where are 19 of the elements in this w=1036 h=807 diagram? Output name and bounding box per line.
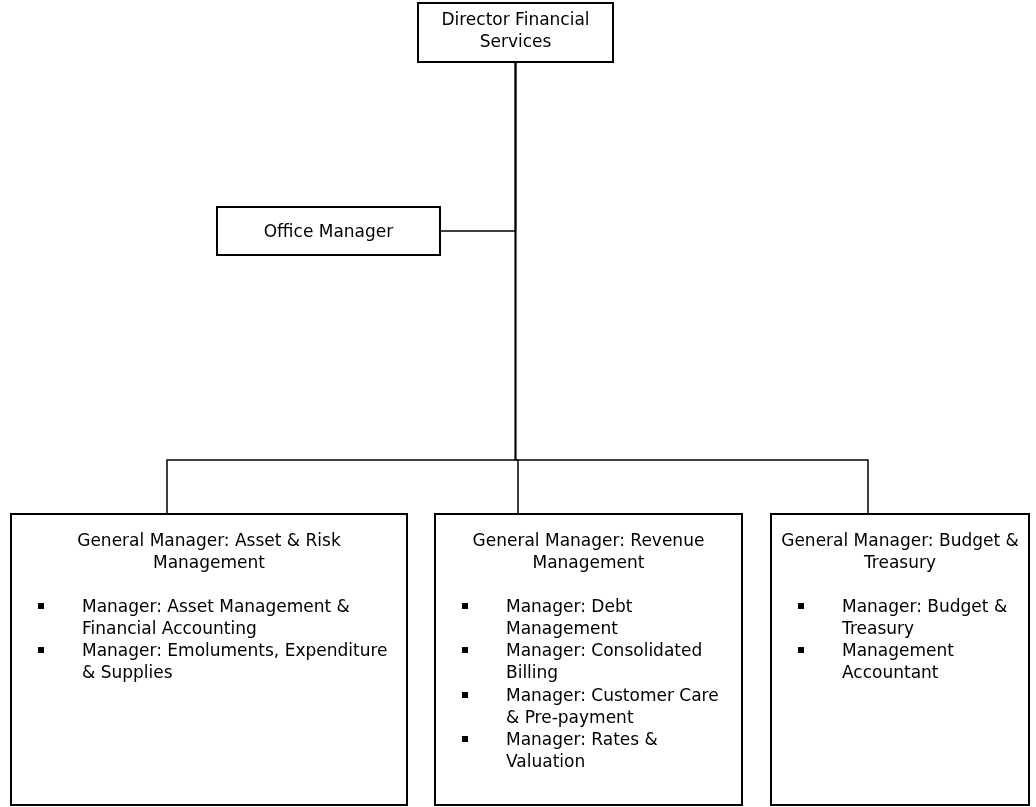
department-box — [434, 513, 743, 806]
role-item: Manager: Debt Management — [506, 596, 633, 639]
role-item: Manager: Asset Management & Financial Accounting — [82, 596, 350, 639]
department-box — [10, 513, 408, 806]
role-item: Manager: Consolidated Billing — [506, 640, 703, 683]
role-item: Management Accountant — [842, 640, 954, 683]
department-heading: General Manager: Revenue Management — [471, 529, 706, 574]
role-box — [216, 206, 441, 256]
role-item: Manager: Customer Care & Pre-payment — [506, 684, 719, 727]
department-heading: General Manager: Asset & Risk Management — [76, 529, 342, 574]
connector-line — [514, 62, 869, 514]
role-box — [417, 2, 614, 63]
department-box — [770, 513, 1030, 806]
role-item: Manager: Budget & Treasury — [842, 596, 1008, 639]
role-item: Manager: Rates & Valuation — [506, 728, 658, 771]
role-title: Director Financial Services — [440, 8, 591, 53]
role-item: Manager: Emoluments, Expenditure & Supplies — [82, 640, 388, 683]
role-title: Office Manager — [262, 220, 395, 243]
department-heading: General Manager: Budget & Treasury — [780, 529, 1020, 574]
